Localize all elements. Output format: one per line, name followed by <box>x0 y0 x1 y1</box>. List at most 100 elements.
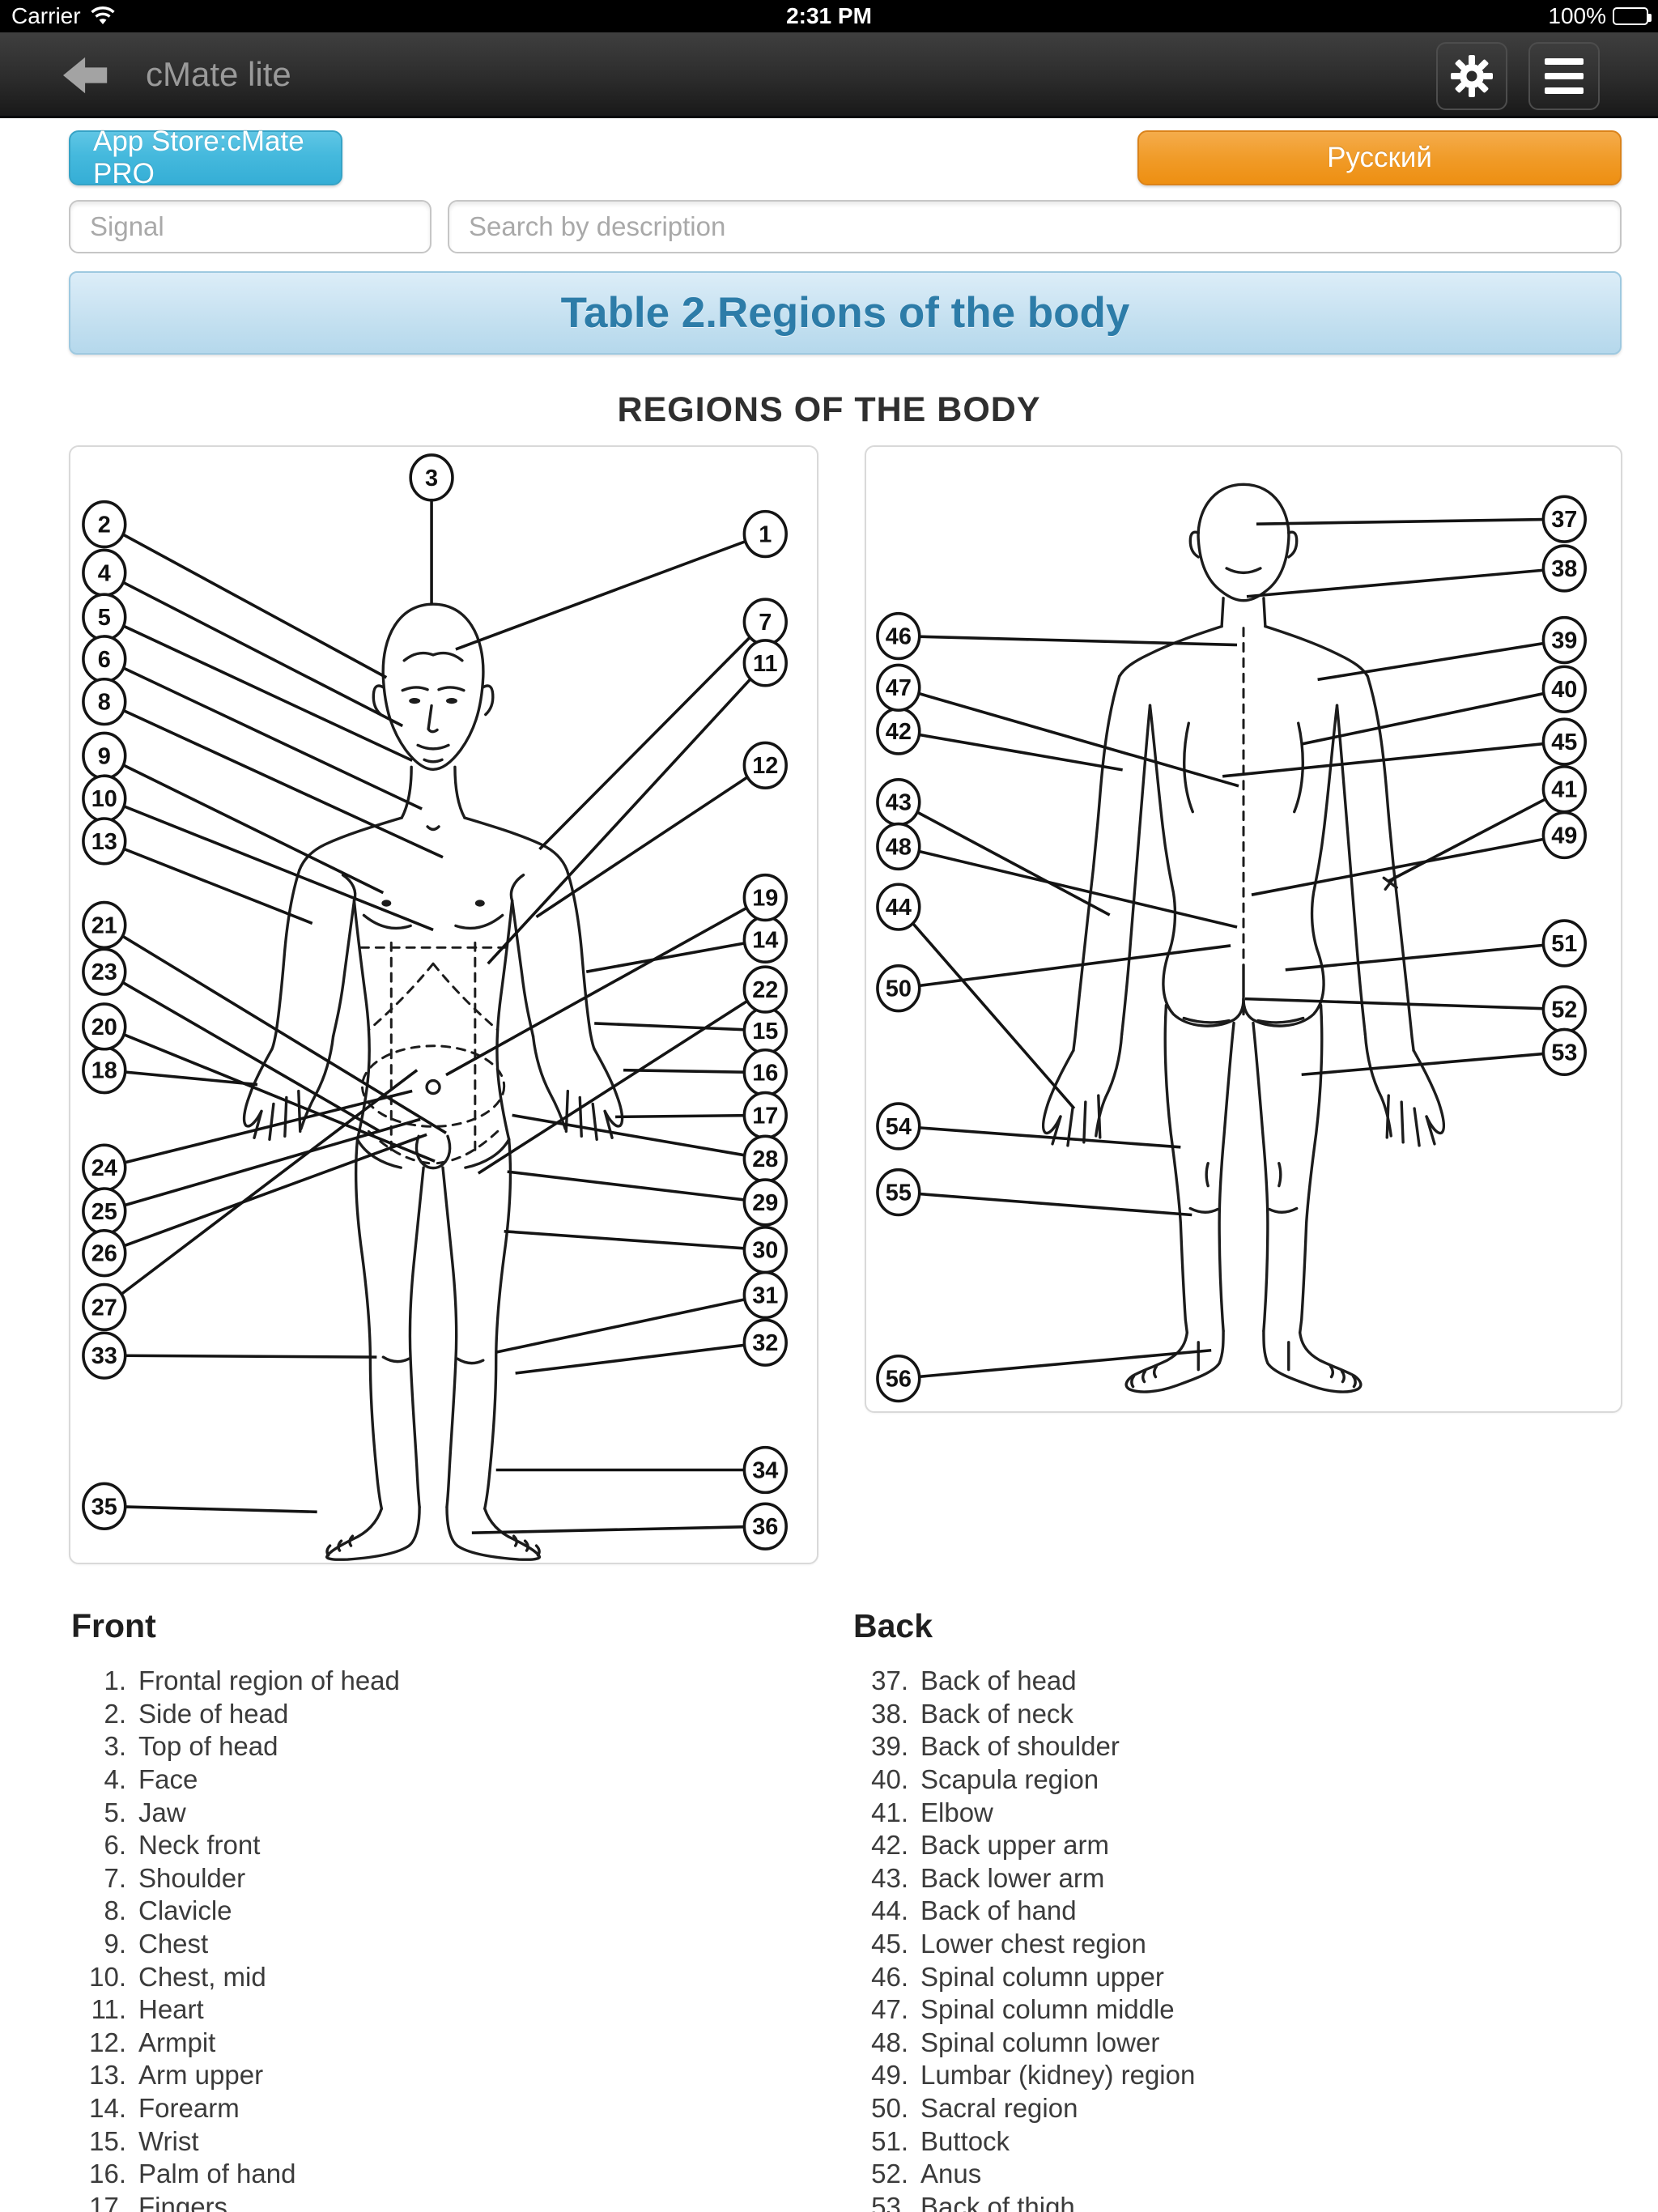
leader-line <box>104 840 313 925</box>
callout-number: 24 <box>91 1155 117 1181</box>
leader-line <box>515 1341 766 1375</box>
list-item: 52.Anus <box>871 2159 982 2189</box>
callout-number: 5 <box>98 605 111 631</box>
callout-number: 55 <box>886 1180 912 1206</box>
callout-number: 46 <box>886 624 912 650</box>
list-item: 45.Lower chest region <box>871 1929 1146 1959</box>
leader-line <box>103 970 381 1133</box>
app-store-button[interactable]: App Store:cMate PRO <box>69 125 342 189</box>
leader-line <box>615 1113 766 1119</box>
callout-circle <box>876 1102 921 1151</box>
leader-line <box>103 1069 419 1308</box>
callout-number: 1 <box>759 521 772 547</box>
leader-line <box>103 923 447 1134</box>
gear-icon <box>1451 55 1493 97</box>
back-arrow-icon <box>63 57 108 94</box>
callout-circle <box>82 817 127 866</box>
leader-line <box>898 634 1238 647</box>
callout-number: 2 <box>98 513 111 538</box>
callout-circle <box>82 1482 127 1530</box>
callout-number: 26 <box>91 1241 117 1267</box>
list-item: 48.Spinal column lower <box>871 2027 1160 2057</box>
leader-line <box>1317 638 1565 682</box>
leader-line <box>504 1229 766 1252</box>
leader-line <box>898 844 1238 929</box>
menu-button[interactable] <box>1528 42 1600 110</box>
callout-number: 36 <box>752 1514 778 1540</box>
back-button[interactable] <box>63 53 112 97</box>
leader-line <box>104 1025 436 1163</box>
list-item: 39.Back of shoulder <box>871 1731 1120 1762</box>
callout-number: 7 <box>759 610 772 636</box>
callout-circle <box>876 663 921 712</box>
settings-button[interactable] <box>1436 42 1507 110</box>
leader-line <box>104 1133 427 1255</box>
front-figure-outline <box>242 602 624 1561</box>
callout-circle <box>742 509 788 559</box>
callout-number: 39 <box>1551 627 1577 653</box>
callout-number: 19 <box>752 886 778 912</box>
list-item: 51.Buttock <box>871 2125 1010 2156</box>
callout-circle <box>742 873 788 922</box>
table-banner: Table 2.Regions of the body <box>69 271 1622 355</box>
language-button[interactable]: Русский <box>1137 130 1622 185</box>
callout-circle <box>82 500 127 549</box>
callout-circle <box>742 1445 788 1495</box>
description-search-input[interactable] <box>448 200 1622 253</box>
leader-line <box>898 1348 1212 1380</box>
leader-line <box>1388 788 1566 883</box>
list-item: 14.Forearm <box>89 2093 240 2124</box>
battery-icon <box>1613 7 1652 25</box>
leader-line <box>495 1293 766 1354</box>
leader-line <box>104 1354 377 1359</box>
callout-circle <box>742 1318 788 1367</box>
callout-circle <box>876 1354 921 1403</box>
list-item: 42.Back upper arm <box>871 1830 1109 1861</box>
front-callouts: 1234567891011121314151617181920212223242… <box>82 453 788 1551</box>
list-item: 3.Top of head <box>104 1731 278 1762</box>
callout-circle <box>82 1002 127 1051</box>
callout-circle <box>876 822 921 871</box>
callout-circle <box>876 883 921 931</box>
callout-number: 25 <box>91 1199 117 1225</box>
list-item: 17.Fingers <box>89 2191 228 2212</box>
leader-line <box>104 700 444 859</box>
callout-number: 14 <box>752 927 778 953</box>
leader-line <box>104 797 434 932</box>
signal-input[interactable] <box>69 200 432 253</box>
hamburger-icon <box>1545 58 1584 94</box>
leader-line <box>898 1190 1192 1217</box>
list-item: 9.Chest <box>104 1929 209 1959</box>
leader-line <box>623 1068 766 1074</box>
leader-line <box>898 1125 1181 1149</box>
callout-circle <box>1541 717 1587 766</box>
leader-line <box>487 661 767 965</box>
callout-circle <box>742 1178 788 1227</box>
leader-line <box>477 988 767 1175</box>
leader-line <box>1301 687 1565 746</box>
callout-number: 35 <box>91 1494 117 1520</box>
leader-line <box>1251 833 1565 896</box>
list-item: 50.Sacral region <box>871 2093 1078 2124</box>
section-heading: REGIONS OF THE BODY <box>617 390 1041 429</box>
callout-number: 16 <box>752 1061 778 1087</box>
leader-line <box>104 754 385 895</box>
callout-number: 53 <box>1551 1040 1577 1066</box>
callout-circle <box>876 611 921 661</box>
callout-number: 9 <box>98 743 111 769</box>
leader-line <box>585 938 766 973</box>
list-item: 13.Arm upper <box>89 2060 264 2091</box>
callout-circle <box>82 677 127 726</box>
list-item: 53.Back of thigh <box>871 2191 1075 2212</box>
list-item: 2.Side of head <box>104 1698 289 1729</box>
leader-line <box>1256 517 1565 525</box>
callout-number: 40 <box>1551 677 1577 703</box>
callout-circle <box>1541 615 1587 665</box>
back-figure-outline <box>1041 483 1446 1393</box>
carrier-label: Carrier <box>11 3 81 28</box>
callout-number: 6 <box>98 647 111 673</box>
callout-number: 34 <box>752 1457 778 1483</box>
